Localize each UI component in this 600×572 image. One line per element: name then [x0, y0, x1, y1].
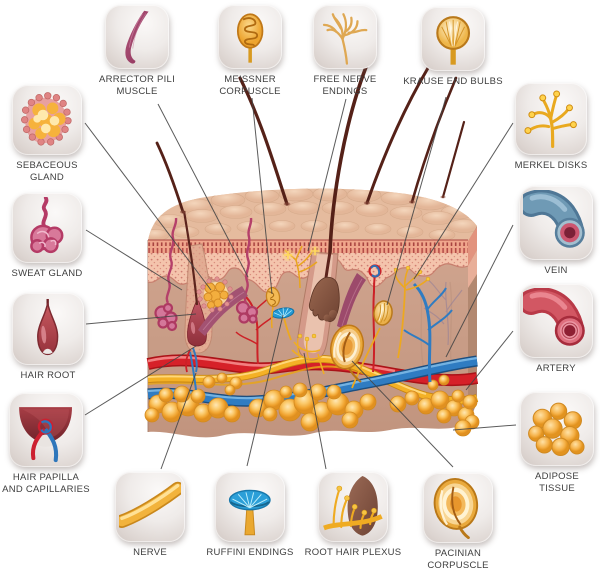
root-hair-plexus-icon-box — [318, 472, 388, 542]
subcutaneous-fat-cells — [144, 372, 480, 437]
root-hair-plexus-icon — [323, 476, 383, 536]
sebaceous-icon-box — [12, 85, 82, 155]
meissner-label-line1: MEISSNER — [224, 74, 276, 85]
legend-card-vein: VEIN — [500, 186, 600, 277]
sebaceous-label-line2: GLAND — [30, 171, 64, 183]
free-nerve-label-line1: FREE NERVE — [313, 74, 377, 85]
adipose-tissue-icon — [528, 403, 585, 457]
hairs — [155, 55, 466, 254]
legend-card-hair-root: HAIR ROOT — [0, 293, 104, 382]
hair-papilla-label-line2: AND CAPILLARIES — [2, 483, 90, 495]
deep-vessel-shadow — [423, 279, 463, 346]
ruffini-icon-box — [215, 472, 285, 542]
pacinian-corpuscle-structure — [329, 324, 365, 383]
skin-surface-top — [148, 188, 477, 241]
arrector-pili-muscle-icon — [125, 10, 149, 64]
free-nerve-endings-icon — [322, 12, 368, 65]
sebaceous-label-line1: SEBACEOUS — [16, 160, 78, 171]
artery-label-line1: ARTERY — [536, 363, 576, 374]
stratum-corneum-layer — [148, 239, 468, 253]
hair-papilla-capillaries-icon — [19, 407, 73, 463]
meissner-corpuscle-icon — [236, 13, 264, 63]
nerve-label-line1: NERVE — [133, 547, 167, 558]
sweat-gland-structure — [154, 217, 259, 332]
arrector-pili-icon-box — [105, 5, 169, 69]
papilla-capillaries — [185, 347, 198, 373]
merkel-disks-icon — [524, 90, 578, 149]
sweat-label-line1: SWEAT GLAND — [11, 268, 83, 279]
hair-papilla-icon-box — [9, 393, 83, 467]
vein-icon-box — [519, 186, 593, 260]
ruffini-endings-icon — [229, 489, 271, 536]
adipose-label-line1: ADIPOSE — [535, 471, 579, 482]
hair-papilla-label-line1: HAIR PAPILLA — [12, 472, 80, 483]
pacinian-label-line2: CORPUSCLE — [427, 559, 489, 571]
adipose-label-line2: TISSUE — [539, 482, 575, 494]
root-hair-plexus-structure — [291, 333, 325, 375]
vein-icon — [523, 190, 586, 249]
krause-label-line1: KRAUSE END BULBS — [403, 76, 503, 87]
merkel-icon-box — [515, 83, 587, 155]
callout-lines — [84, 96, 517, 470]
arrector-pili-label-line1: ARRECTOR PILI — [99, 74, 175, 85]
legend-card-artery: ARTERY — [500, 284, 600, 375]
hair-root-label-line1: HAIR ROOT — [20, 370, 76, 381]
root-hair-plexus-label-line1: ROOT HAIR PLEXUS — [304, 547, 402, 558]
free-nerve-icon-box — [313, 5, 377, 69]
sweat-gland-icon — [30, 197, 64, 254]
sebaceous-gland-icon — [21, 92, 72, 146]
legend-card-ruffini: RUFFINI ENDINGS — [194, 472, 306, 559]
arrector-pili-label-line2: MUSCLE — [116, 85, 158, 97]
free-nerve-endings-structure — [282, 245, 320, 289]
pacinian-corpuscle-icon — [433, 478, 479, 539]
merkel-label-line1: MERKEL DISKS — [514, 160, 588, 171]
artery-icon-box — [519, 284, 593, 358]
legend-card-root-hair-plexus: ROOT HAIR PLEXUS — [297, 472, 409, 559]
adipose-icon-box — [520, 392, 594, 466]
krause-icon-box — [421, 7, 485, 71]
artery-icon — [523, 288, 586, 347]
sweat-icon-box — [12, 193, 82, 263]
legend-card-merkel: MERKEL DISKS — [495, 83, 600, 172]
meissner-label-line2: CORPUSCLE — [219, 85, 281, 97]
legend-card-sweat: SWEAT GLAND — [0, 193, 103, 280]
vein-label-line1: VEIN — [544, 265, 568, 276]
hair-root-icon-box — [12, 293, 84, 365]
krause-end-bulb-structure — [351, 300, 393, 389]
nerve-icon-box — [115, 472, 185, 542]
free-nerve-label-line2: ENDINGS — [322, 85, 368, 97]
legend-card-nerve: NERVE — [94, 472, 206, 559]
hair-root-icon — [37, 299, 59, 356]
krause-end-bulbs-icon — [436, 15, 470, 65]
nerve-icon — [119, 481, 181, 529]
hair-follicle-center — [297, 251, 340, 361]
pacinian-icon-box — [423, 473, 493, 543]
ruffini-label-line1: RUFFINI ENDINGS — [206, 547, 294, 558]
pacinian-label-line1: PACINIAN — [434, 548, 482, 559]
legend-card-krause: KRAUSE END BULBS — [397, 7, 509, 88]
meissner-icon-box — [218, 5, 282, 69]
vein-branches — [189, 282, 453, 391]
capillary-loop-structure — [368, 264, 382, 278]
